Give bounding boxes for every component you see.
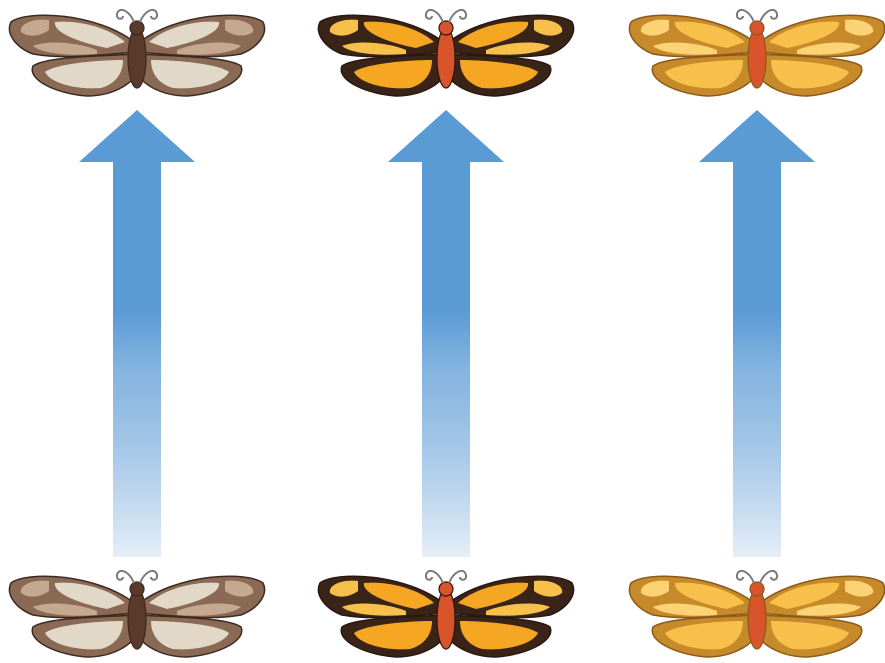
butterfly-bottom-2 [318, 571, 573, 657]
butterfly-top-3 [629, 10, 884, 96]
up-arrow-2 [388, 110, 504, 557]
butterfly-top-2 [318, 10, 573, 96]
arrows-group [79, 110, 815, 557]
up-arrow-1 [79, 110, 195, 557]
butterfly-bottom-3 [629, 571, 884, 657]
butterfly-top-1 [9, 10, 264, 96]
butterfly-bottom-1 [9, 571, 264, 657]
up-arrow-3 [699, 110, 815, 557]
